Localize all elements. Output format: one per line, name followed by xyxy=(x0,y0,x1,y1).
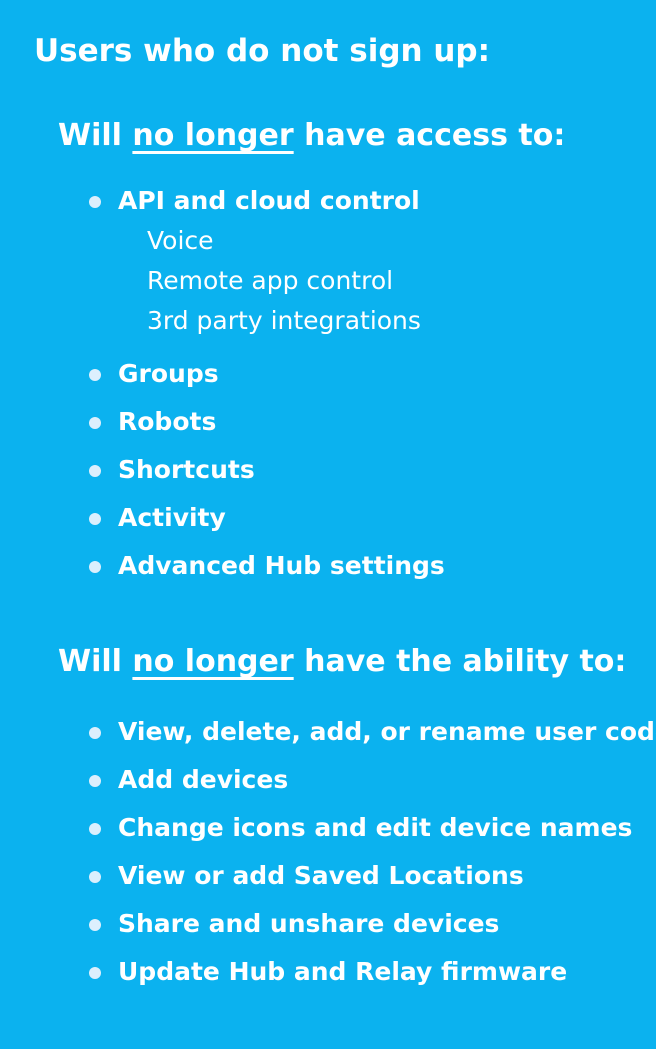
bullet-icon xyxy=(89,417,101,429)
bullet-icon xyxy=(89,369,101,381)
list-item-user-codes: View, delete, add, or rename user codes xyxy=(89,716,656,747)
list-item-label: Activity xyxy=(118,503,226,532)
list-item-label: Share and unshare devices xyxy=(118,909,500,938)
bullet-icon xyxy=(89,727,101,739)
bullet-icon xyxy=(89,465,101,477)
list-item-advanced-hub-settings: Advanced Hub settings xyxy=(89,550,649,581)
sublist-item-third-party-integrations: 3rd party integrations xyxy=(147,306,421,335)
list-item-robots: Robots xyxy=(89,406,649,437)
list-item-label: Shortcuts xyxy=(118,455,255,484)
list-item-api-and-cloud-control: API and cloud control Voice Remote app c… xyxy=(89,185,649,341)
list-item-update-firmware: Update Hub and Relay firmware xyxy=(89,956,649,987)
list-item-label: API and cloud control xyxy=(118,186,420,215)
section-title-ability: Will no longer have the ability to: xyxy=(58,645,626,678)
bullet-icon xyxy=(89,775,101,787)
list-item-shortcuts: Shortcuts xyxy=(89,454,649,485)
list-item-label: Advanced Hub settings xyxy=(118,551,445,580)
list-item-activity: Activity xyxy=(89,502,649,533)
list-item-label: View or add Saved Locations xyxy=(118,861,524,890)
bullet-icon xyxy=(89,919,101,931)
section-title-access: Will no longer have access to: xyxy=(58,119,565,152)
bullet-icon xyxy=(89,561,101,573)
page-title: Users who do not sign up: xyxy=(34,33,491,69)
api-sublist: Voice Remote app control 3rd party integ… xyxy=(118,221,649,341)
list-item-icons-and-names: Change icons and edit device names xyxy=(89,812,649,843)
bullet-icon xyxy=(89,196,101,208)
bullet-icon xyxy=(89,823,101,835)
list-item-label: Change icons and edit device names xyxy=(118,813,633,842)
list-item-label: View, delete, add, or rename user codes xyxy=(118,717,656,746)
access-list: API and cloud control Voice Remote app c… xyxy=(89,185,649,581)
list-item-label: Update Hub and Relay firmware xyxy=(118,957,568,986)
sublist-item-voice: Voice xyxy=(147,226,214,255)
ability-list: View, delete, add, or rename user codes … xyxy=(89,716,656,987)
bullet-icon xyxy=(89,513,101,525)
list-item-add-devices: Add devices xyxy=(89,764,649,795)
list-item-label: Robots xyxy=(118,407,217,436)
bullet-icon xyxy=(89,967,101,979)
section-title-prefix: Will xyxy=(58,644,133,679)
section-title-suffix: have the ability to: xyxy=(293,644,627,679)
section-title-emphasis: no longer xyxy=(132,118,294,153)
bullet-icon xyxy=(89,871,101,883)
sublist-item-remote-app-control: Remote app control xyxy=(147,266,394,295)
section-title-prefix: Will xyxy=(58,118,133,153)
list-item-label: Add devices xyxy=(118,765,289,794)
list-item-groups: Groups xyxy=(89,358,649,389)
list-item-label: Groups xyxy=(118,359,219,388)
section-title-emphasis: no longer xyxy=(132,644,294,679)
list-item-saved-locations: View or add Saved Locations xyxy=(89,860,649,891)
section-title-suffix: have access to: xyxy=(293,118,566,153)
list-item-share-devices: Share and unshare devices xyxy=(89,908,649,939)
